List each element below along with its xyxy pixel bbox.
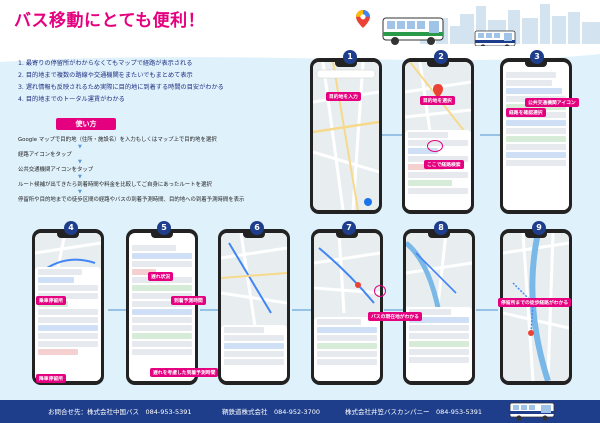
- map-view: [503, 233, 569, 381]
- callout-label: 公共交通機関アイコン: [525, 98, 579, 107]
- step-number: 9: [532, 221, 546, 235]
- callout-label: 経路を確認選択: [506, 108, 546, 117]
- phone-screen: [503, 233, 569, 381]
- phone-step-7: [311, 229, 383, 385]
- route-detail: [35, 267, 101, 381]
- step-number: 2: [434, 50, 448, 64]
- callout-label: バスの現在地がわかる: [368, 312, 422, 321]
- route-list: [503, 70, 569, 210]
- callout-label: 到着予測時間: [171, 296, 206, 305]
- feature-point: 2. 目的地まで複数の路線や交通機関をまたいでもまとめて表示: [18, 72, 193, 79]
- arrow-down-icon: ▼: [78, 144, 82, 150]
- feature-points: 1. 最寄りの停留所がわからなくてもマップで経路が表示される 2. 目的地まで複…: [18, 58, 308, 106]
- phone-screen: [314, 233, 380, 381]
- arrow-down-icon: ▼: [78, 174, 82, 180]
- phone-step-8: [403, 229, 475, 385]
- phone-step-3: [500, 58, 572, 214]
- howto-step: Google マップで目的地（住所・施設名）を入力もしくはマップ上で目的地を選択: [18, 137, 217, 143]
- phone-step-6: [218, 229, 290, 385]
- bus-icon: [509, 402, 555, 421]
- phone-step-9: [500, 229, 572, 385]
- phone-step-2: [402, 58, 474, 214]
- phone-screen: [221, 233, 287, 381]
- phone-screen: [406, 233, 472, 381]
- route-detail: [221, 325, 287, 381]
- callout-label: ここで経路検索: [424, 160, 464, 169]
- step-number: 7: [342, 221, 356, 235]
- highlight-circle: [374, 285, 386, 297]
- callout-label: 遅れ状況: [148, 272, 174, 281]
- step-number: 1: [343, 50, 357, 64]
- page-title: バス移動にとても便利！: [14, 11, 206, 31]
- howto-step: 停留所や目的地までの徒歩区間の経路やバスの到着予測時間、目的地への到着予測時間を…: [18, 197, 245, 203]
- arrow-down-icon: ▼: [78, 189, 82, 195]
- feature-point: 3. 遅れ情報も反映されるため実際に目的地に到着する時間の目安がわかる: [18, 84, 224, 91]
- highlight-circle: [427, 140, 443, 152]
- step-number: 4: [64, 221, 78, 235]
- footer-contact: お問合せ先：株式会社中国バス 084-953-5391: [48, 408, 192, 416]
- step-number: 8: [434, 221, 448, 235]
- callout-label: 降車停留所: [36, 374, 66, 383]
- phone-screen: [405, 62, 471, 210]
- callout-label: 目的地を選択: [420, 96, 455, 105]
- phone-step-5: [126, 229, 198, 385]
- feature-point: 4. 目的地までのトータル運賃がわかる: [18, 96, 125, 103]
- howto-step: ルート候補が出てきたら到着時間や料金を比較してご自身にあったルートを選択: [18, 182, 212, 188]
- phone-step-4: [32, 229, 104, 385]
- step-number: 5: [157, 221, 171, 235]
- phone-screen: [503, 62, 569, 210]
- howto-step: 公共交通機関アイコンをタップ: [18, 167, 94, 173]
- howto-label: 使い方: [56, 118, 116, 130]
- step-number: 3: [530, 50, 544, 64]
- howto-steps: Google マップで目的地（住所・施設名）を入力もしくはマップ上で目的地を選択…: [18, 136, 318, 204]
- howto-step: 経路アイコンをタップ: [18, 152, 72, 158]
- phone-step-1: [310, 58, 382, 214]
- place-panel: [405, 130, 471, 210]
- callout-label: 遅れを考慮した到着予測時間: [150, 368, 219, 377]
- footer-bar: お問合せ先：株式会社中国バス 084-953-5391 鞆鉄道株式会社 084-…: [0, 400, 600, 423]
- arrow-down-icon: ▼: [78, 159, 82, 165]
- route-detail: [314, 317, 380, 381]
- map-view: [313, 62, 379, 210]
- callout-label: 目的地を入力: [326, 92, 361, 101]
- callout-label: 乗車停留所: [36, 296, 66, 305]
- footer-company: 鞆鉄道株式会社 084-952-3700: [222, 408, 321, 416]
- callout-label: 停留所までの徒歩経路がわかる: [498, 298, 572, 307]
- footer-company: 株式会社井笠バスカンパニー 084-953-5391: [345, 408, 483, 416]
- map-pin-icon: [356, 10, 370, 28]
- step-number: 6: [250, 221, 264, 235]
- phone-screen: [129, 233, 195, 381]
- phone-screen: [313, 62, 379, 210]
- route-detail: [129, 243, 195, 381]
- feature-point: 1. 最寄りの停留所がわからなくてもマップで経路が表示される: [18, 60, 193, 67]
- bus-icon: [382, 17, 444, 45]
- phone-screen: [35, 233, 101, 381]
